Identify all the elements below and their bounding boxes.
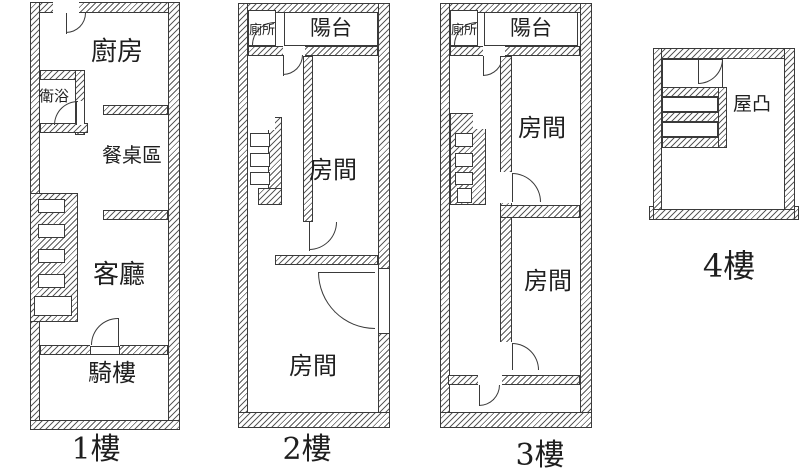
room-label-balcony: 陽台 [510,15,552,40]
stair-notch [473,113,486,129]
room-label-room-lower: 房間 [524,267,572,295]
stair-tread [38,199,65,213]
floor-plan-2: 廁所 陽台 房間 房間 2樓 [238,2,390,467]
door-arc [91,318,118,345]
room-label-balcony: 陽台 [310,15,352,40]
door-gap [478,375,502,385]
room-label-living: 客廳 [92,260,145,290]
wall-interior-vertical [303,56,313,222]
door-leaf [118,318,119,346]
wall-left [238,3,248,428]
door-gap [76,101,84,125]
wall-stub-lower [103,210,168,220]
door-arc [512,173,541,202]
stair-tread [455,133,473,147]
room-label-room-upper: 房間 [518,114,566,142]
stair-foot [258,188,282,205]
door-arc [318,272,375,329]
stair-tread [38,249,65,263]
floor-label-3: 3樓 [515,438,565,473]
door-gap [483,46,505,56]
wall-right [784,48,795,220]
wall-corner-tab-right [794,206,799,220]
door-gap [500,172,512,203]
floor-plan-1: 廚房 衛浴 餐桌區 客廳 騎樓 1樓 [30,2,180,467]
wall-bottom [440,412,592,428]
wall-below-balcony [450,46,580,56]
room-label-room-lower: 房間 [289,352,337,380]
door-arc [66,13,86,33]
wall-bottom [238,412,390,428]
wall-rear [448,375,580,385]
stair-landing [34,296,72,316]
room-label-kitchen: 廚房 [90,37,143,67]
wall-between-rooms [500,205,580,218]
wall-left [440,3,450,428]
balcony-room [484,12,578,46]
room-label-toilet: 廁所 [450,22,477,38]
room-label-toilet: 廁所 [248,22,275,38]
wall-right [378,3,390,428]
wall-right [580,3,592,428]
room-label-penthouse: 屋凸 [732,92,771,115]
wall-shelf [275,255,378,265]
door-gap [500,342,512,375]
floor-label-4: 4樓 [702,247,756,285]
room-label-dining: 餐桌區 [102,143,162,167]
floor-label-2: 2樓 [282,432,332,467]
wall-bottom [30,420,180,430]
wall-stub-upper [103,105,168,115]
room-label-arcade: 騎樓 [88,359,136,387]
floor-plan-3: 廁所 陽台 房間 房間 3樓 [440,2,592,471]
door-arc [309,222,337,250]
stair-tread [455,153,473,167]
balcony-room [284,12,378,46]
wall-top [653,48,795,59]
stair-tread [38,224,65,238]
stair-tread [250,153,270,167]
wall-opening-right [378,268,390,334]
floor-plan-4: 屋凸 4樓 [649,46,799,288]
wall-corner-tab-left [649,206,654,220]
door-sill [90,346,120,355]
door-arc [283,55,303,75]
room-label-room-upper: 房間 [309,156,357,184]
stair-notch [268,117,275,130]
wall-below-balcony [248,46,378,56]
floor-label-1: 1樓 [71,432,121,467]
door-arc [479,385,500,406]
stair-tread [662,122,718,137]
stair-tread [250,133,270,147]
stair-stringer [718,87,727,148]
wall-bottom [653,209,795,220]
stair-tread [455,172,473,185]
door-gap [53,2,79,13]
stair-tread [662,97,718,112]
wall-right [168,2,180,430]
wall-left [653,48,662,220]
stair-tread [38,274,65,288]
stair-tread [250,172,270,185]
door-gap [283,46,305,56]
room-label-bathroom: 衛浴 [38,86,69,105]
door-arc [512,343,539,370]
stair-landing [457,188,472,203]
